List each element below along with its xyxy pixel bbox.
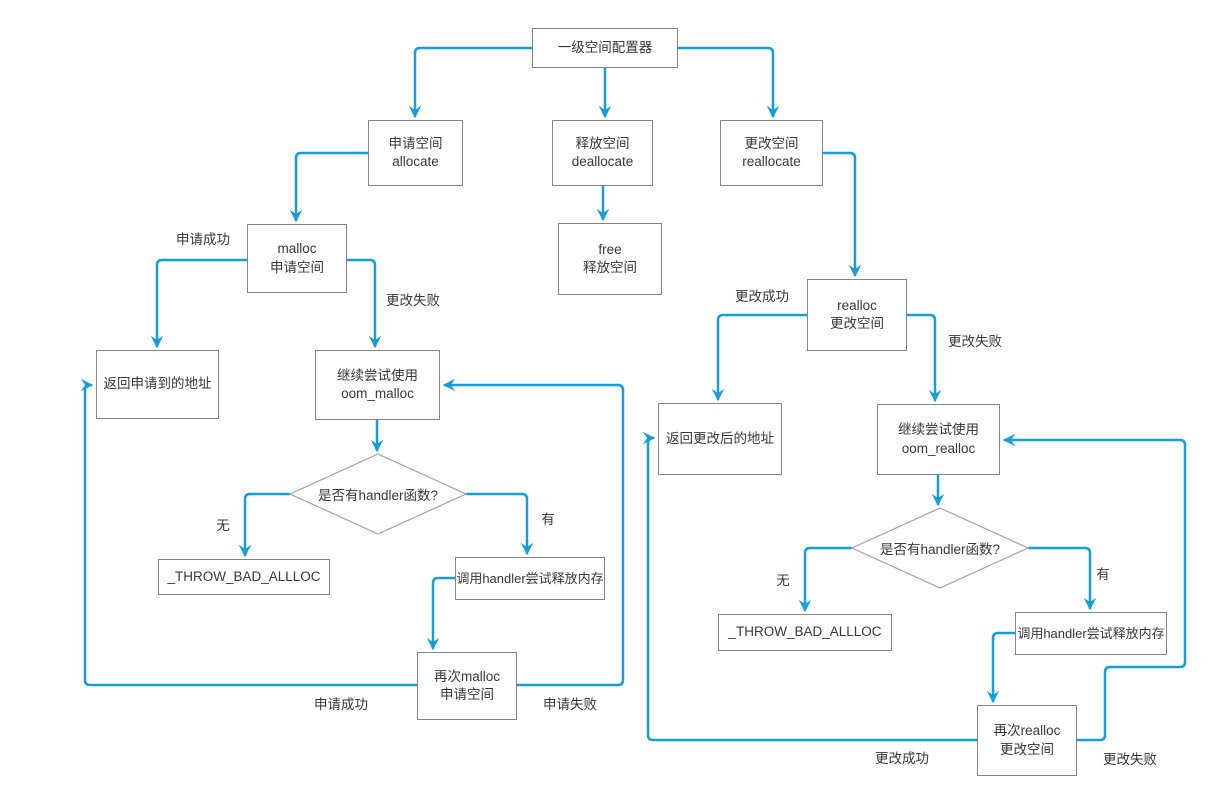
- node-realloc-line2: 更改空间: [830, 316, 884, 331]
- node-return-alloc-addr: 返回申请到的地址: [96, 350, 219, 419]
- edge-label-change-fail-right: 更改失败: [948, 334, 1002, 349]
- node-free: free 释放空间: [558, 223, 662, 295]
- decision-has-handler-right-label: 是否有handler函数?: [879, 542, 1001, 557]
- node-oom-realloc-line2: oom_realloc: [901, 440, 976, 456]
- node-free-line2: 释放空间: [583, 260, 637, 275]
- edge-label-retry-change-fail: 更改失败: [1103, 752, 1157, 767]
- node-reallocate-line2: reallocate: [742, 154, 801, 169]
- node-malloc: malloc 申请空间: [247, 224, 347, 293]
- edge-label-no-right: 无: [776, 573, 790, 588]
- edge-malloc-return-alloc: [150, 258, 247, 349]
- edge-label-no-left: 无: [216, 518, 230, 533]
- node-oom-malloc: 继续尝试使用 oom_malloc: [315, 350, 440, 420]
- node-oom-realloc-line1: 继续尝试使用: [898, 422, 979, 438]
- node-return-realloc-addr: 返回更改后的地址: [658, 403, 782, 475]
- edge-realloc-return-realloc: [711, 313, 807, 402]
- edge-malloc-again-success-loop: [80, 378, 417, 687]
- node-realloc: realloc 更改空间: [807, 279, 907, 351]
- edge-realloc-oom-realloc: [907, 313, 942, 403]
- edge-allocate-malloc: [289, 151, 368, 223]
- edge-root-reallocate: [678, 46, 780, 119]
- decision-has-handler-right: [850, 507, 1030, 589]
- edge-label-change-success: 更改成功: [735, 289, 789, 304]
- node-deallocate: 释放空间 deallocate: [552, 120, 653, 186]
- edge-handler-right-realloc-again: [986, 631, 1015, 704]
- edge-diamond-right-handler: [1028, 546, 1097, 611]
- node-root-label: 一级空间配置器: [557, 39, 653, 55]
- node-oom-malloc-line2: oom_malloc: [341, 386, 414, 401]
- node-throw-bad-alloc-left: _THROW_BAD_ALLLOC: [158, 559, 330, 595]
- node-realloc-again-line2: 更改空间: [1000, 741, 1054, 757]
- node-reallocate-line1: 更改空间: [744, 135, 799, 151]
- edge-label-yes-right: 有: [1096, 567, 1110, 582]
- node-realloc-again-line1: 再次realloc: [993, 723, 1061, 739]
- edge-label-retry-alloc-fail: 申请失败: [543, 697, 597, 712]
- edge-label-alloc-success: 申请成功: [176, 232, 230, 247]
- node-throw-bad-alloc-left-label: _THROW_BAD_ALLLOC: [167, 568, 321, 584]
- node-oom-malloc-line1: 继续尝试使用: [337, 367, 418, 383]
- node-return-alloc-addr-label: 返回申请到的地址: [103, 376, 212, 392]
- node-deallocate-line1: 释放空间: [575, 135, 630, 151]
- node-malloc-again: 再次malloc 申请空间: [417, 652, 517, 720]
- edge-label-change-fail-left: 更改失败: [386, 293, 440, 308]
- node-throw-bad-alloc-right-label: _THROW_BAD_ALLLOC: [728, 624, 882, 640]
- edge-malloc-again-fail-loop: [442, 378, 625, 687]
- node-malloc-line1: malloc: [277, 241, 317, 257]
- edge-reallocate-realloc: [823, 151, 862, 278]
- edge-handler-left-malloc-again: [426, 576, 455, 651]
- edge-label-retry-alloc-success: 申请成功: [314, 697, 368, 712]
- node-malloc-again-line1: 再次malloc: [433, 668, 500, 684]
- node-call-handler-right-label: 调用handler尝试释放内存: [1017, 625, 1165, 641]
- node-allocate-line2: allocate: [392, 154, 439, 169]
- decision-has-handler-left-label: 是否有handler函数?: [317, 488, 439, 503]
- node-call-handler-left-label: 调用handler尝试释放内存: [456, 570, 604, 586]
- node-deallocate-line2: deallocate: [571, 154, 634, 169]
- node-allocate: 申请空间 allocate: [368, 120, 463, 186]
- edge-label-yes-left: 有: [541, 512, 555, 527]
- edge-root-allocate: [408, 46, 532, 119]
- edge-diamond-right-throw: [798, 546, 852, 613]
- node-throw-bad-alloc-right: _THROW_BAD_ALLLOC: [718, 614, 892, 651]
- node-call-handler-left: 调用handler尝试释放内存: [455, 557, 605, 600]
- edge-realloc-again-success-loop: [642, 431, 977, 742]
- node-free-line1: free: [598, 241, 622, 257]
- node-oom-realloc: 继续尝试使用 oom_realloc: [877, 404, 1000, 475]
- node-realloc-again: 再次realloc 更改空间: [977, 705, 1077, 776]
- edge-label-retry-change-success: 更改成功: [875, 751, 929, 766]
- node-realloc-line1: realloc: [837, 297, 877, 313]
- edge-realloc-again-fail-loop: [1002, 433, 1187, 742]
- node-reallocate: 更改空间 reallocate: [720, 120, 823, 186]
- node-call-handler-right: 调用handler尝试释放内存: [1015, 612, 1167, 655]
- edge-malloc-oom-malloc: [347, 258, 382, 349]
- decision-has-handler-left: [288, 453, 468, 535]
- edge-diamond-left-throw: [238, 492, 290, 558]
- node-malloc-line2: 申请空间: [270, 259, 324, 275]
- node-allocate-line1: 申请空间: [388, 135, 443, 151]
- node-return-realloc-addr-label: 返回更改后的地址: [666, 430, 774, 446]
- edge-diamond-left-handler: [466, 492, 534, 556]
- node-malloc-again-line2: 申请空间: [440, 687, 494, 702]
- node-root: 一级空间配置器: [532, 28, 678, 68]
